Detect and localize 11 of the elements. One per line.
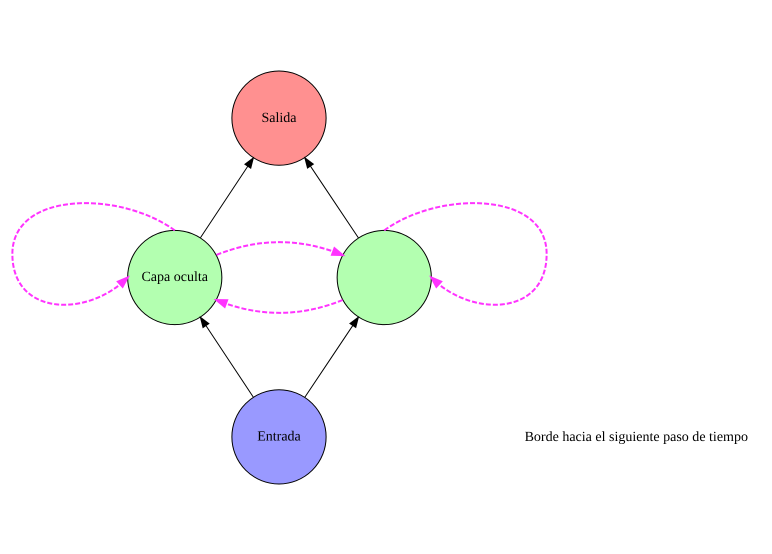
node-circle: Capa oculta xyxy=(127,229,222,325)
arrow xyxy=(304,315,360,398)
node-circle: Salida xyxy=(231,70,327,166)
legend-label: Borde hacia el siguiente paso de tiempo xyxy=(524,428,748,445)
arrow xyxy=(200,315,254,397)
arrow xyxy=(200,156,254,238)
arrow xyxy=(216,240,346,256)
node-circle xyxy=(336,229,432,325)
node-circle: Entrada xyxy=(231,388,327,484)
arrow xyxy=(214,298,343,314)
arrow xyxy=(304,156,359,238)
